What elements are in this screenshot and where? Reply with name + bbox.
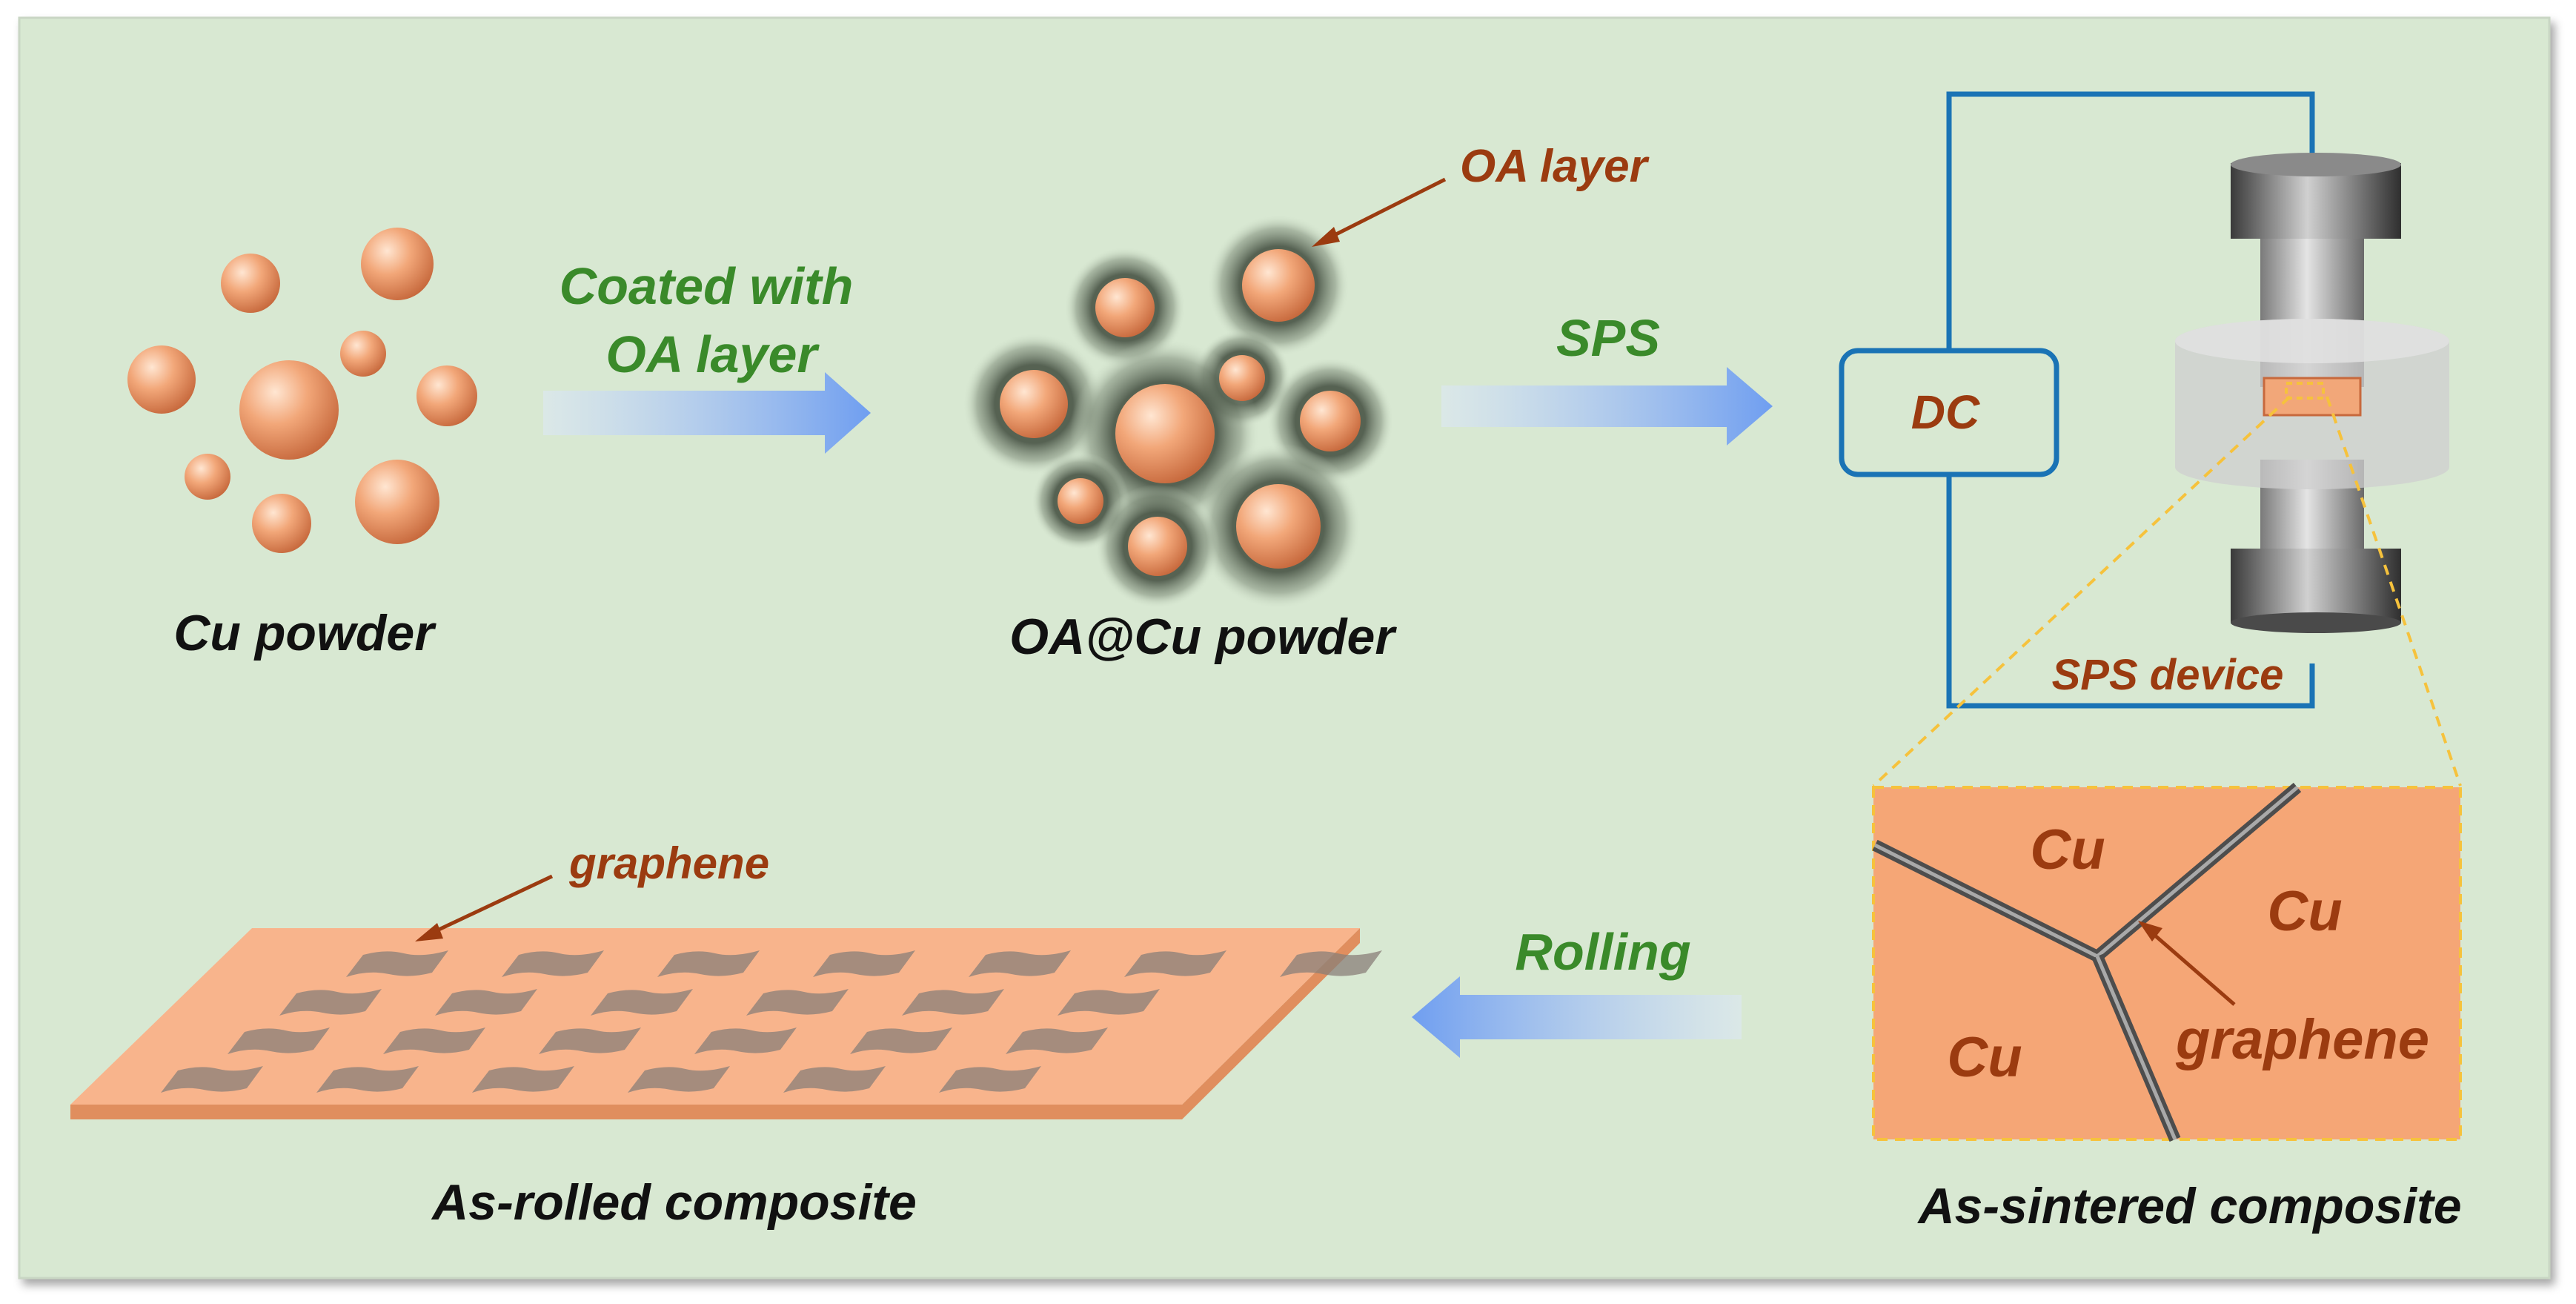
coated-label-line2: OA layer xyxy=(605,325,820,383)
graphene-flake xyxy=(969,950,1071,977)
graphene-flake xyxy=(472,1066,574,1093)
as-sintered-label: As-sintered composite xyxy=(1916,1178,2461,1234)
oa-cu-particle xyxy=(1236,484,1321,569)
graphene-flake xyxy=(502,950,604,977)
bottom-electrode-cap-face xyxy=(2231,612,2401,633)
cu-particle xyxy=(185,454,230,500)
cu-powder-cluster xyxy=(127,228,477,553)
graphite-die-top xyxy=(2175,319,2449,363)
oa-cu-particle xyxy=(1115,384,1215,483)
graphene-flake-pointer xyxy=(425,874,554,938)
graphene-flake xyxy=(435,989,537,1016)
sps-label: SPS xyxy=(1556,309,1660,367)
dc-source-box xyxy=(1839,348,2059,477)
graphene-flake-label: graphene xyxy=(568,838,769,888)
graphene-flake xyxy=(783,1066,886,1093)
rolled-sheet xyxy=(70,928,1382,1119)
oa-cu-particle xyxy=(1128,517,1187,576)
oa-cu-particle xyxy=(1219,355,1265,401)
graphene-flakes xyxy=(161,950,1382,1093)
cu-grain-label: Cu xyxy=(2030,818,2105,881)
circuit-wire xyxy=(1946,474,2315,709)
cu-particle xyxy=(239,360,339,460)
cu-grain-label: Cu xyxy=(1947,1026,2022,1089)
graphene-boundary-pointer-head xyxy=(2138,921,2162,941)
graphene-flake xyxy=(228,1027,330,1054)
sintered-microstructure: Cu Cu Cu graphene xyxy=(1872,782,2462,1142)
microstructure-panel xyxy=(1872,786,2462,1141)
coated-label-line1: Coated with xyxy=(560,257,854,315)
graphene-flake xyxy=(161,1066,263,1093)
oa-cu-particle xyxy=(1242,249,1315,322)
graphene-flake xyxy=(850,1027,952,1054)
cu-particle xyxy=(252,494,311,553)
cu-particle xyxy=(416,365,477,426)
oa-cu-particle xyxy=(1000,370,1068,438)
graphene-flake xyxy=(1280,950,1382,977)
cu-grain-label: Cu xyxy=(2267,880,2342,943)
graphene-flake xyxy=(902,989,1004,1016)
graphene-flake xyxy=(346,950,448,977)
graphene-flake xyxy=(746,989,849,1016)
graphene-flake xyxy=(1058,989,1160,1016)
graphene-flake xyxy=(1124,950,1226,977)
cu-particle xyxy=(340,331,386,377)
graphene-flake xyxy=(383,1027,485,1054)
graphene-flake xyxy=(591,989,693,1016)
sps-device-label: SPS device xyxy=(2052,651,2284,699)
bottom-electrode-cap xyxy=(2231,549,2401,623)
zoom-line-left xyxy=(1872,395,2291,787)
coating-arrow xyxy=(543,372,871,454)
cu-particle xyxy=(361,228,434,300)
oa-cu-particle xyxy=(1300,391,1361,451)
graphene-flake xyxy=(1006,1027,1108,1054)
oa-cu-particle xyxy=(1058,478,1103,524)
cu-powder-label: Cu powder xyxy=(173,605,436,661)
zoom-line-right xyxy=(2326,396,2462,787)
graphene-boundary-pointer xyxy=(2148,929,2236,1006)
rolling-label: Rolling xyxy=(1515,923,1690,981)
as-rolled-label: As-rolled composite xyxy=(431,1174,917,1231)
graphene-flake xyxy=(628,1066,730,1093)
cu-particle xyxy=(127,345,196,414)
dc-label: DC xyxy=(1911,385,1980,439)
graphene-boundary-label: graphene xyxy=(2175,1008,2429,1071)
oa-layer-pointer-head xyxy=(1312,227,1340,247)
oa-cu-particle xyxy=(1095,278,1155,337)
graphene-flake xyxy=(694,1027,797,1054)
circuit-wire xyxy=(1946,91,2315,352)
oa-layer-pointer xyxy=(1321,177,1447,243)
graphene-flake xyxy=(539,1027,641,1054)
oa-cu-powder-cluster xyxy=(963,214,1394,609)
graphene-flake-pointer-head xyxy=(415,923,443,941)
sps-device: DC SPS device xyxy=(1839,91,2449,709)
cu-particle xyxy=(355,460,439,544)
graphene-flake xyxy=(316,1066,419,1093)
graphene-flake xyxy=(279,989,382,1016)
cu-particle xyxy=(221,254,280,313)
oa-cu-powder-label: OA@Cu powder xyxy=(1009,609,1397,665)
graphene-flake xyxy=(813,950,915,977)
grain-boundary xyxy=(2095,956,2177,1140)
sps-arrow xyxy=(1441,367,1773,446)
rolling-arrow xyxy=(1412,976,1742,1058)
graphene-flake xyxy=(657,950,760,977)
graphene-flake xyxy=(939,1066,1041,1093)
zoom-source-box xyxy=(2285,382,2325,400)
top-electrode-cap-face xyxy=(2231,153,2401,176)
oa-layer-label: OA layer xyxy=(1460,141,1650,192)
